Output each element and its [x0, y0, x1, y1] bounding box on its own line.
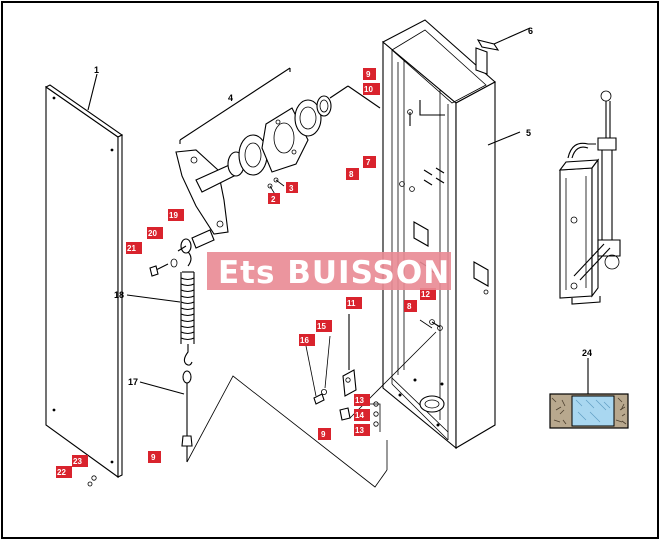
tag-16: 16: [299, 334, 315, 346]
tag-9-top: 9: [363, 68, 376, 80]
tag-12: 12: [420, 288, 436, 300]
svg-text:2: 2: [271, 195, 276, 204]
svg-text:7: 7: [366, 158, 371, 167]
label-24: 24: [582, 348, 592, 358]
label-18: 18: [114, 290, 124, 300]
svg-text:8: 8: [349, 170, 354, 179]
svg-text:13: 13: [355, 396, 364, 405]
pin-assembly: [149, 229, 215, 277]
label-1: 1: [94, 65, 99, 75]
watermark-text: Ets BUISSON: [218, 255, 450, 291]
top-pipe: [475, 27, 531, 75]
tag-21: 21: [126, 242, 142, 254]
eye-bolt: [181, 370, 193, 462]
foundation-section: [549, 358, 629, 429]
svg-text:8: 8: [407, 302, 412, 311]
tag-13-bottom: 13: [354, 424, 370, 436]
svg-text:22: 22: [57, 468, 66, 477]
lower-bracket: [305, 314, 379, 427]
tension-spring: [180, 251, 195, 366]
tag-9-mid: 9: [318, 428, 331, 440]
svg-text:13: 13: [355, 426, 364, 435]
tag-7: 7: [363, 156, 376, 168]
label-4: 4: [228, 93, 233, 103]
label-5: 5: [526, 128, 531, 138]
svg-text:21: 21: [127, 244, 136, 253]
tag-9-bottom: 9: [148, 451, 161, 463]
tag-20: 20: [147, 227, 163, 239]
svg-text:12: 12: [421, 290, 430, 299]
tag-8-mid: 8: [404, 300, 417, 312]
tag-10: 10: [363, 83, 380, 95]
mechanism-inset: [558, 90, 621, 305]
tag-15: 15: [316, 320, 332, 332]
svg-text:11: 11: [347, 299, 356, 308]
svg-text:23: 23: [73, 457, 82, 466]
bolt-22-icon: [87, 481, 93, 487]
tag-22: 22: [56, 466, 72, 478]
watermark: Ets BUISSON: [207, 252, 451, 291]
tag-23: 23: [72, 455, 88, 467]
door-panel: [44, 84, 124, 479]
svg-text:20: 20: [148, 229, 157, 238]
cabinet-housing: [382, 19, 496, 450]
tag-3: 3: [286, 182, 298, 193]
svg-text:9: 9: [366, 70, 371, 79]
leader-lines: [87, 73, 521, 395]
bolt-23-icon: [91, 475, 97, 481]
tag-8-top: 8: [346, 168, 359, 180]
label-6: 6: [528, 26, 533, 36]
cabinet-screws: [399, 109, 443, 331]
label-17: 17: [128, 377, 138, 387]
svg-text:14: 14: [355, 411, 364, 420]
tag-14: 14: [354, 409, 370, 421]
svg-text:10: 10: [364, 85, 373, 94]
svg-text:9: 9: [321, 430, 326, 439]
svg-text:9: 9: [151, 453, 156, 462]
tag-11: 11: [346, 297, 362, 309]
svg-text:16: 16: [300, 336, 309, 345]
tag-2: 2: [268, 193, 280, 204]
drive-assembly: [175, 67, 381, 235]
svg-text:19: 19: [169, 211, 178, 220]
svg-text:15: 15: [317, 322, 326, 331]
tag-13-top: 13: [354, 394, 370, 406]
tag-19: 19: [168, 209, 184, 221]
svg-text:3: 3: [289, 184, 294, 193]
callout-tags: 2 3 9 10 7 8 19 20 21 11 8 12 15 16 13 1…: [56, 68, 436, 478]
